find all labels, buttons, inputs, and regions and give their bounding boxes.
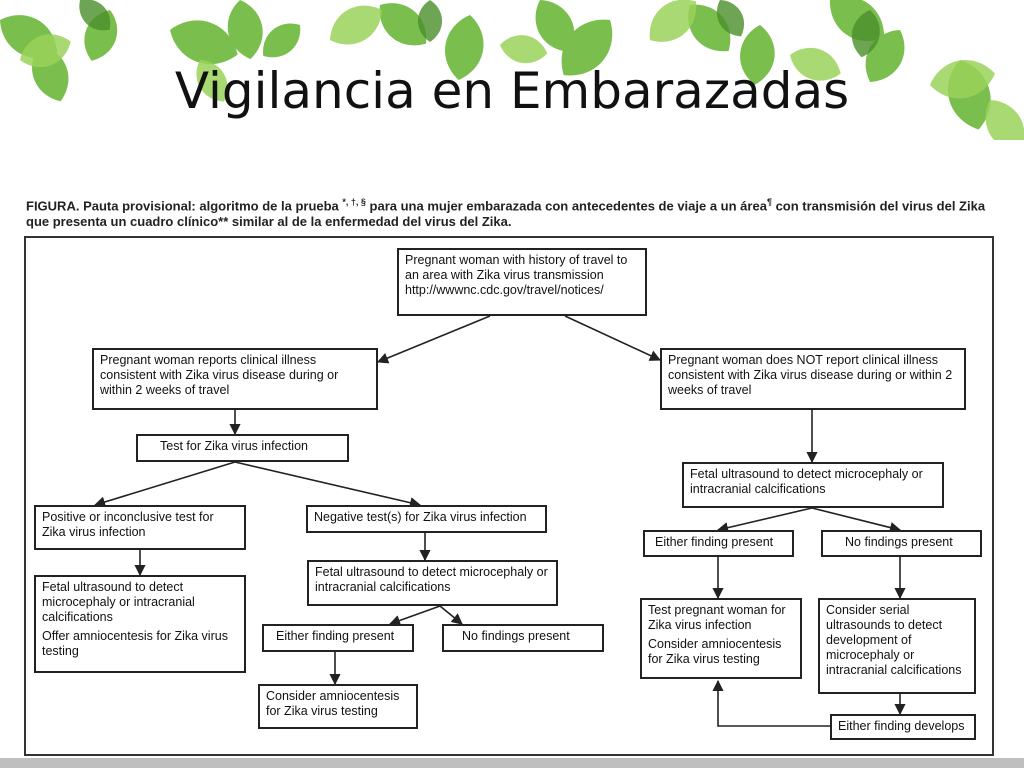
box-positive-ultrasound-text: Fetal ultrasound to detect microcephaly … (42, 580, 195, 624)
box-not-reports-illness-text: Pregnant woman does NOT report clinical … (668, 353, 953, 397)
box-neg-consider-amnio: Consider amniocentesis for Zika virus te… (258, 684, 418, 729)
box-negative-test-text: Negative test(s) for Zika virus infectio… (314, 510, 527, 524)
caption-marks-1: *, †, § (342, 197, 366, 207)
box-not-reports-illness: Pregnant woman does NOT report clinical … (660, 348, 966, 410)
caption-text-2: para una mujer embarazada con antecedent… (365, 198, 767, 214)
box-root-text: Pregnant woman with history of travel to… (405, 253, 628, 297)
box-right-ultrasound: Fetal ultrasound to detect microcephaly … (682, 462, 944, 508)
box-right-either-finding: Either finding present (643, 530, 794, 557)
box-neg-either-finding-text: Either finding present (276, 629, 395, 643)
box-negative-ultrasound: Fetal ultrasound to detect microcephaly … (307, 560, 558, 606)
caption-text-1: Pauta provisional: algoritmo de la prueb… (79, 198, 343, 214)
box-positive-ultrasound: Fetal ultrasound to detect microcephaly … (34, 575, 246, 673)
box-right-consider-amnio-text: Consider amniocentesis for Zika virus te… (648, 637, 782, 666)
caption-lead: FIGURA. (26, 198, 80, 214)
slide-bottom-bar (0, 758, 1024, 768)
caption-marks-2: ¶ (766, 197, 772, 207)
box-right-ultrasound-text: Fetal ultrasound to detect microcephaly … (690, 467, 923, 496)
box-test-zika-text: Test for Zika virus infection (160, 439, 308, 453)
box-right-test-woman-text: Test pregnant woman for Zika virus infec… (648, 603, 786, 632)
box-negative-test: Negative test(s) for Zika virus infectio… (306, 505, 547, 533)
box-right-no-findings: No findings present (821, 530, 982, 557)
box-neg-consider-amnio-text: Consider amniocentesis for Zika virus te… (266, 689, 400, 718)
box-right-test-woman: Test pregnant woman for Zika virus infec… (640, 598, 802, 679)
slide-title: Vigilancia en Embarazadas (174, 62, 850, 120)
figure-caption: FIGURA. Pauta provisional: algoritmo de … (26, 194, 996, 230)
box-test-zika: Test for Zika virus infection (136, 434, 349, 462)
box-right-serial-ultrasounds-text: Consider serial ultrasounds to detect de… (826, 603, 962, 677)
box-positive-amnio-text: Offer amniocentesis for Zika virus testi… (42, 629, 228, 658)
box-neg-no-findings-text: No findings present (462, 629, 570, 643)
box-reports-illness-text: Pregnant woman reports clinical illness … (100, 353, 339, 397)
box-right-either-develops: Either finding develops (830, 714, 976, 740)
box-positive-test-text: Positive or inconclusive test for Zika v… (42, 510, 214, 539)
caption-text-3: con transmisión del virus del Zika que p… (26, 198, 986, 230)
box-root: Pregnant woman with history of travel to… (397, 248, 647, 316)
box-reports-illness: Pregnant woman reports clinical illness … (92, 348, 378, 410)
box-negative-ultrasound-text: Fetal ultrasound to detect microcephaly … (315, 565, 548, 594)
box-right-no-findings-text: No findings present (845, 535, 953, 549)
box-neg-no-findings: No findings present (442, 624, 604, 652)
box-neg-either-finding: Either finding present (262, 624, 414, 652)
box-right-serial-ultrasounds: Consider serial ultrasounds to detect de… (818, 598, 976, 694)
box-positive-test: Positive or inconclusive test for Zika v… (34, 505, 246, 550)
box-right-either-develops-text: Either finding develops (838, 719, 965, 733)
box-right-either-finding-text: Either finding present (655, 535, 774, 549)
